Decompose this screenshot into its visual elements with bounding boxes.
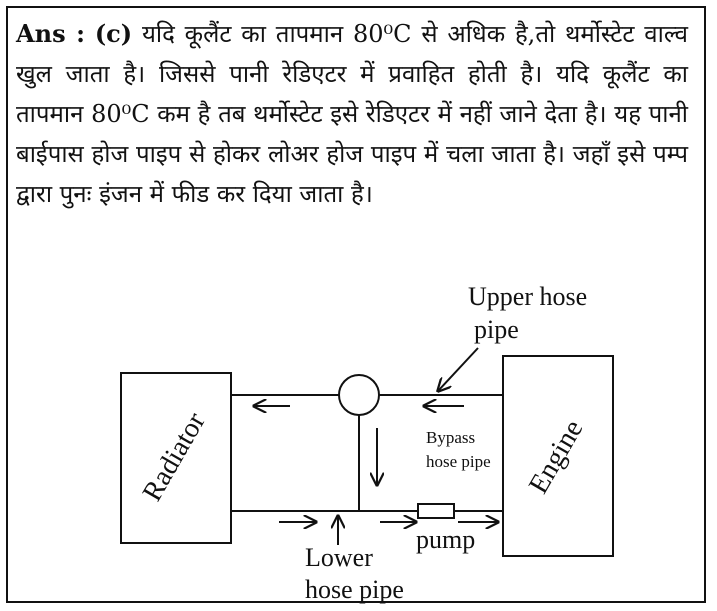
answer-frame <box>6 6 706 603</box>
engine-label: Engine <box>523 415 590 499</box>
upper-hose-label-line1: Upper hose <box>468 282 587 311</box>
bypass-label-line2: hose pipe <box>426 452 491 471</box>
upper-hose-label-line2: pipe <box>474 315 519 344</box>
lower-hose-label-line1: Lower <box>305 543 373 572</box>
bypass-label-line1: Bypass <box>426 428 475 447</box>
answer-option: (c) <box>94 19 133 48</box>
radiator-block <box>120 372 232 544</box>
engine-block <box>502 355 614 557</box>
radiator-label: Radiator <box>137 407 212 507</box>
pump-label: pump <box>416 525 475 554</box>
answer-lead: Ans : <box>16 19 85 48</box>
upper-hose-pointer <box>438 347 479 391</box>
thermostat-valve <box>338 374 380 416</box>
answer-text: यदि कूलैंट का तापमान 80⁰C से अधिक है,तो … <box>16 20 689 208</box>
lower-hose-label-line2: hose pipe <box>305 575 404 604</box>
pump-box <box>417 503 455 519</box>
answer-paragraph: Ans : (c) यदि कूलैंट का तापमान 80⁰C से अ… <box>16 14 688 214</box>
